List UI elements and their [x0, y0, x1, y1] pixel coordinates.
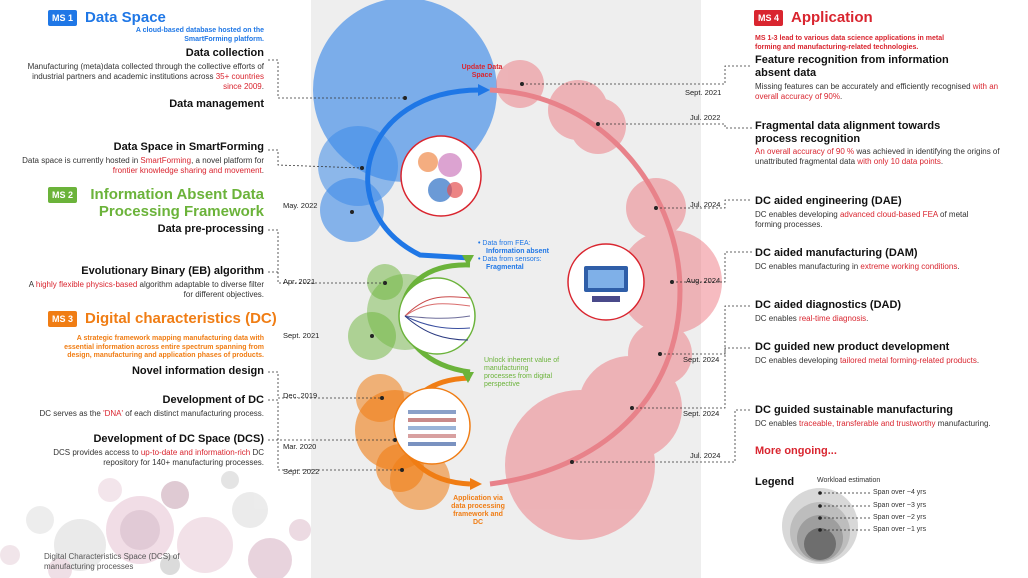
- new-product-heading: DC guided new product development: [755, 341, 950, 353]
- cloud-platform-illustration: [584, 266, 628, 302]
- date-left-2: Sept. 2021: [283, 331, 320, 340]
- dae-heading: DC aided engineering (DAE): [755, 195, 902, 207]
- legend-circles: [782, 488, 870, 564]
- ms3-badge: MS 3: [48, 311, 78, 327]
- left-connectors: [268, 59, 405, 471]
- ms1-badge: MS 1: [48, 10, 78, 26]
- novel-information-design-heading: Novel information design: [131, 365, 264, 377]
- ms4-title: Application: [791, 9, 873, 26]
- feature-recognition-text: Missing features can be accurately and e…: [755, 82, 999, 101]
- sustainable-manufacturing-text: DC enables traceable, transferable and t…: [755, 419, 991, 428]
- dam-text: DC enables manufacturing in extreme work…: [755, 262, 960, 271]
- dam-heading: DC aided manufacturing (DAM): [755, 247, 918, 259]
- date-left-5: Sept. 2022: [283, 467, 320, 476]
- ms3-subtitle: A strategic framework mapping manufactur…: [64, 335, 264, 359]
- dad-heading: DC aided diagnostics (DAD): [755, 299, 902, 311]
- ms1-subtitle: A cloud-based database hosted on the Sma…: [135, 27, 264, 43]
- legend-item-3yrs: Span over ~3 yrs: [873, 502, 927, 509]
- ms1-bubbles: [313, 0, 497, 242]
- dc-matrix-illustration: [408, 410, 456, 446]
- date-left-3: Dec. 2019: [283, 391, 318, 400]
- ms2-badge: MS 2: [48, 187, 78, 203]
- development-of-dcs-heading: Development of DC Space (DCS): [93, 433, 264, 445]
- dad-text: DC enables real-time diagnosis.: [755, 314, 869, 323]
- fragmental-alignment-heading: Fragmental data alignment towards proces…: [755, 120, 941, 145]
- legend-subtitle: Workload estimation: [817, 477, 881, 484]
- data-curves-illustration: [404, 296, 471, 341]
- ms4-subtitle: MS 1-3 lead to various data science appl…: [755, 35, 945, 51]
- eb-algorithm-heading: Evolutionary Binary (EB) algorithm: [81, 265, 264, 277]
- data-space-smartforming-text: Data space is currently hosted in SmartF…: [22, 156, 264, 175]
- more-ongoing: More ongoing...: [755, 445, 837, 457]
- development-of-dc-heading: Development of DC: [162, 394, 264, 406]
- eb-algorithm-text: A highly flexible physics-based algorith…: [28, 280, 264, 299]
- development-of-dcs-text: DCS provides access to up-to-date and in…: [53, 448, 264, 467]
- footer-caption: Digital Characteristics Space (DCS) of m…: [44, 552, 180, 571]
- feature-recognition-heading: Feature recognition from information abs…: [755, 54, 949, 79]
- date-left-4: Mar. 2020: [283, 442, 317, 451]
- fragmental-alignment-text: An overall accuracy of 90 % was achieved…: [755, 147, 1000, 166]
- ms3-title: Digital characteristics (DC): [85, 310, 277, 327]
- data-source-legend: • Data from FEA: Information absent • Da…: [478, 240, 550, 271]
- development-of-dc-text: DC serves as the 'DNA' of each distinct …: [39, 409, 265, 418]
- date-right-1: Jul. 2022: [690, 113, 721, 122]
- point-cloud-illustration: [418, 152, 463, 202]
- sustainable-manufacturing-heading: DC guided sustainable manufacturing: [755, 404, 954, 416]
- data-collection-text: Manufacturing (meta)data collected throu…: [27, 62, 264, 91]
- legend-item-1yrs: Span over ~1 yrs: [873, 526, 927, 533]
- date-left-0: May. 2022: [283, 201, 318, 210]
- legend-item-4yrs: Span over ~4 yrs: [873, 489, 927, 496]
- date-right-5: Sept. 2024: [683, 409, 720, 418]
- ms1-title: Data Space: [85, 9, 166, 26]
- data-collection-heading: Data collection: [185, 47, 264, 59]
- legend-title: Legend: [755, 476, 795, 488]
- data-preprocessing-heading: Data pre-processing: [157, 223, 264, 235]
- date-right-4: Sept. 2024: [683, 355, 720, 364]
- date-right-3: Aug. 2024: [686, 276, 721, 285]
- right-connectors: [522, 65, 752, 463]
- application-label: Application via data processing framewor…: [451, 495, 505, 526]
- data-management-heading: Data management: [169, 98, 264, 110]
- new-product-text: DC enables developing tailored metal for…: [755, 356, 980, 365]
- unlock-value-label: Unlock inherent value of manufacturing p…: [484, 357, 560, 388]
- dae-text: DC enables developing advanced cloud-bas…: [755, 210, 969, 229]
- date-right-0: Sept. 2021: [685, 88, 722, 97]
- date-right-6: Jul. 2024: [690, 451, 721, 460]
- legend-item-2yrs: Span over ~2 yrs: [873, 514, 927, 521]
- date-left-1: Apr. 2021: [283, 277, 316, 286]
- ms4-badge: MS 4: [754, 10, 784, 26]
- data-space-smartforming-heading: Data Space in SmartForming: [113, 141, 264, 153]
- date-right-2: Jul. 2024: [690, 200, 721, 209]
- update-data-space-label: Update Data Space: [461, 64, 503, 79]
